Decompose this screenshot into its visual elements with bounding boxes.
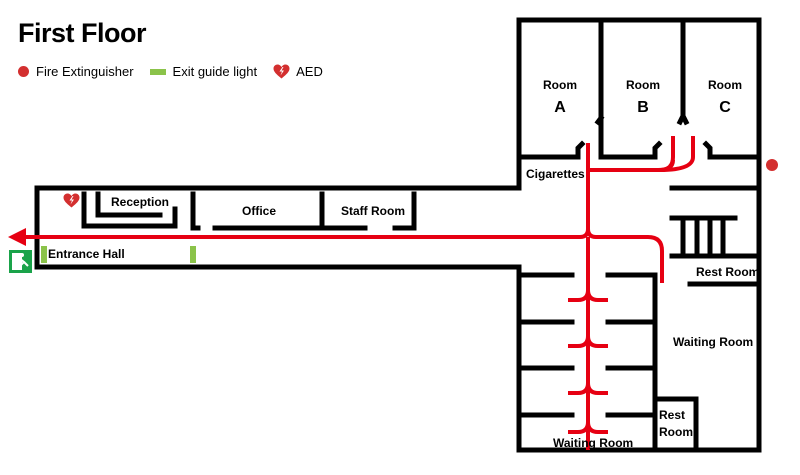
- evacuation-route: [22, 136, 695, 450]
- fire-extinguisher-icon: [766, 159, 778, 171]
- rest-room-2-label: Rest: [659, 408, 685, 422]
- cigarettes-label: Cigarettes: [526, 167, 585, 181]
- room-c-letter: C: [719, 99, 731, 116]
- room-a-letter: A: [554, 99, 566, 116]
- exit-light-icon: [190, 246, 196, 263]
- waiting-room-2-label: Waiting Room: [553, 436, 633, 450]
- legend-label: AED: [296, 64, 323, 79]
- aed-heart-icon: [273, 64, 290, 79]
- staff-room-label: Staff Room: [341, 204, 405, 218]
- room-a-label: Room: [543, 78, 577, 92]
- rest-room-label: Rest Room: [696, 265, 759, 279]
- waiting-room-label: Waiting Room: [673, 335, 753, 349]
- exit-light-icon: [41, 246, 47, 263]
- office-label: Office: [242, 204, 276, 218]
- entrance-hall-label: Entrance Hall: [48, 247, 125, 261]
- page-title: First Floor: [18, 18, 147, 48]
- legend-exit-guide-light: Exit guide light: [149, 64, 258, 79]
- aed-heart-icon: [63, 193, 80, 208]
- rest-room-2-label-line2: Room: [659, 425, 693, 439]
- exit-light-icon: [149, 68, 166, 75]
- legend-fire-extinguisher: Fire Extinguisher: [18, 64, 134, 79]
- emergency-exit-sign-icon: [9, 250, 32, 273]
- room-b-letter: B: [637, 99, 649, 116]
- exit-arrow-icon: [8, 228, 26, 246]
- legend-aed: AED: [273, 64, 323, 79]
- fire-extinguisher-icon: [18, 66, 29, 77]
- walls: [34, 17, 762, 453]
- legend: Fire Extinguisher Exit guide light AED: [18, 64, 339, 79]
- reception-label: Reception: [111, 195, 169, 209]
- room-b-label: Room: [626, 78, 660, 92]
- legend-label: Exit guide light: [172, 64, 258, 79]
- legend-label: Fire Extinguisher: [36, 64, 134, 79]
- room-c-label: Room: [708, 78, 742, 92]
